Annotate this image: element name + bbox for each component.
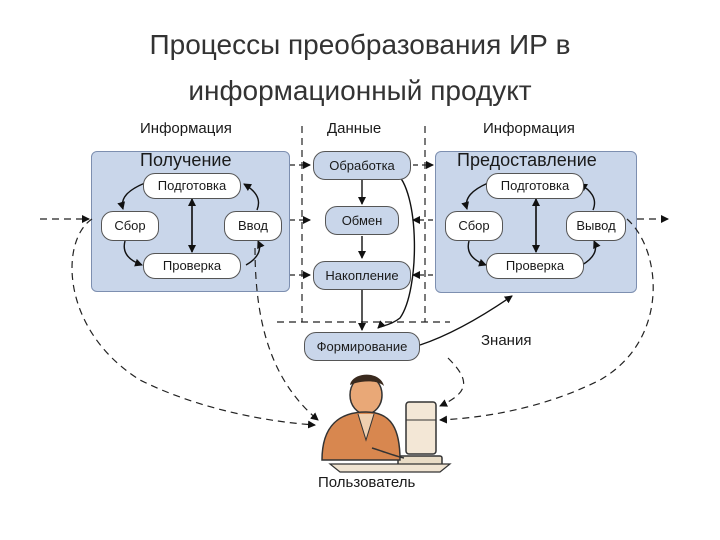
column-header-data: Данные (327, 120, 382, 137)
label-knowledge: Знания (481, 332, 532, 349)
node-processing: Обработка (313, 151, 411, 180)
node-right-preparation: Подготовка (486, 173, 584, 199)
node-right-output: Вывод (566, 211, 626, 241)
column-header-information-left: Информация (140, 120, 232, 137)
node-left-preparation: Подготовка (143, 173, 241, 199)
page-title-line2: информационный продукт (188, 75, 532, 106)
node-exchange: Обмен (325, 206, 399, 235)
node-right-check: Проверка (486, 253, 584, 279)
node-right-collection: Сбор (445, 211, 503, 241)
node-left-collection: Сбор (101, 211, 159, 241)
label-user: Пользователь (318, 474, 416, 491)
column-header-information-right: Информация (483, 120, 575, 137)
group-title-receiving: Получение (140, 150, 232, 170)
user-at-computer-icon (321, 374, 452, 473)
node-accumulation: Накопление (313, 261, 411, 290)
group-title-providing: Предоставление (457, 150, 597, 170)
node-left-check: Проверка (143, 253, 241, 279)
node-left-input: Ввод (224, 211, 282, 241)
page-title-line1: Процессы преобразования ИР в (149, 29, 571, 60)
node-forming: Формирование (304, 332, 420, 361)
